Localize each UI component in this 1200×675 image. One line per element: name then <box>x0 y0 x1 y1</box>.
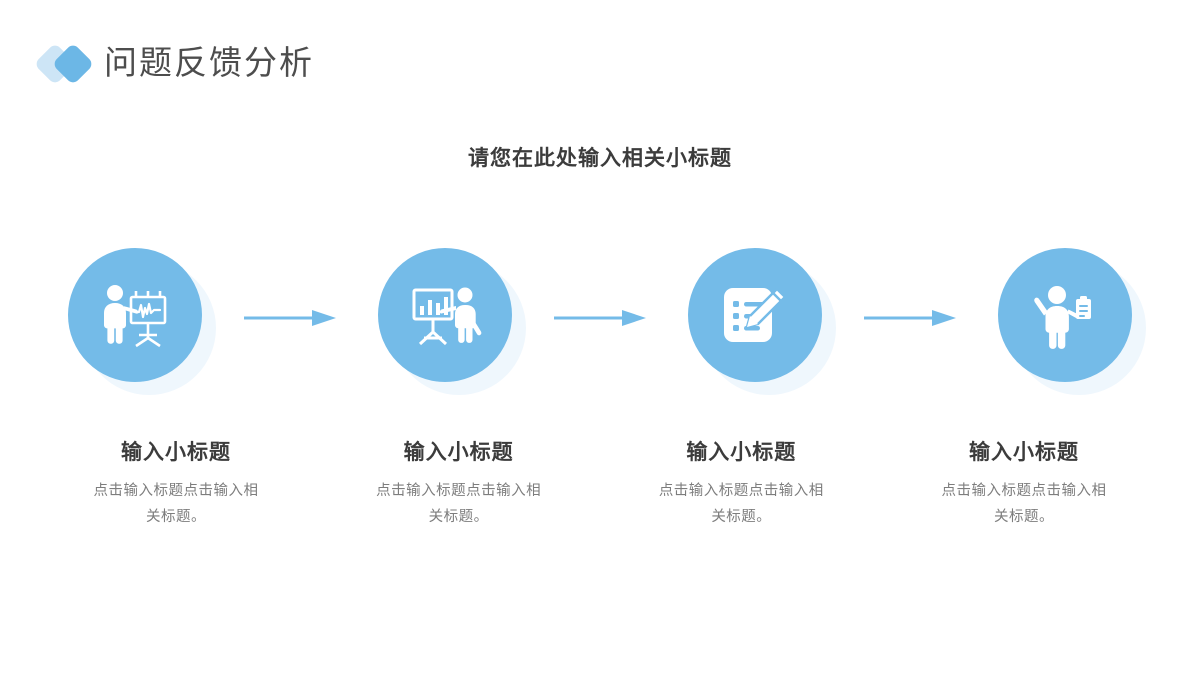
step-node-2[interactable] <box>370 243 526 395</box>
step-circle-2 <box>378 248 512 382</box>
page-title: 问题反馈分析 <box>104 45 314 82</box>
caption-title-1: 输入小标题 <box>121 440 231 464</box>
person-clipboard-raised-arm-icon <box>1034 286 1091 349</box>
caption-4: 输入小标题 点击输入标题点击输入相关标题。 <box>908 440 1140 530</box>
caption-2: 输入小标题 点击输入标题点击输入相关标题。 <box>343 440 575 530</box>
brand-diamond-logo-icon <box>33 42 104 86</box>
checklist-pencil-icon <box>724 287 787 342</box>
caption-body-1: 点击输入标题点击输入相关标题。 <box>93 483 259 525</box>
pencil-icon <box>745 287 787 329</box>
step-node-3[interactable] <box>680 243 836 395</box>
process-flow <box>60 243 1146 395</box>
step-node-4[interactable] <box>990 243 1146 395</box>
bar-chart-easel-presenter-icon <box>412 287 482 346</box>
clipboard-icon <box>1076 296 1091 319</box>
presenter-chart-board-icon <box>104 285 167 348</box>
caption-title-4: 输入小标题 <box>968 440 1079 464</box>
section-subtitle: 请您在此处输入相关小标题 <box>468 146 732 170</box>
step-captions: 输入小标题 点击输入标题点击输入相关标题。 输入小标题 点击输入标题点击输入相关… <box>60 440 1140 530</box>
slide-header: 问题反馈分析 <box>33 38 314 90</box>
arrow-step1-step2 <box>242 307 338 329</box>
step-circle-4 <box>998 248 1132 382</box>
caption-3: 输入小标题 点击输入标题点击输入相关标题。 <box>625 440 857 530</box>
arrow-step2-step3 <box>552 307 648 329</box>
caption-body-4: 点击输入标题点击输入相关标题。 <box>941 483 1107 525</box>
chart-line-icon <box>134 302 162 319</box>
step-node-1[interactable] <box>60 243 216 395</box>
arrow-step3-step4 <box>862 307 958 329</box>
step-circle-3 <box>688 248 822 382</box>
step-circle-1 <box>68 248 202 382</box>
caption-body-2: 点击输入标题点击输入相关标题。 <box>376 483 542 525</box>
caption-title-3: 输入小标题 <box>686 440 797 464</box>
caption-1: 输入小标题 点击输入标题点击输入相关标题。 <box>60 440 292 530</box>
caption-body-3: 点击输入标题点击输入相关标题。 <box>658 483 824 525</box>
caption-title-2: 输入小标题 <box>403 440 514 464</box>
